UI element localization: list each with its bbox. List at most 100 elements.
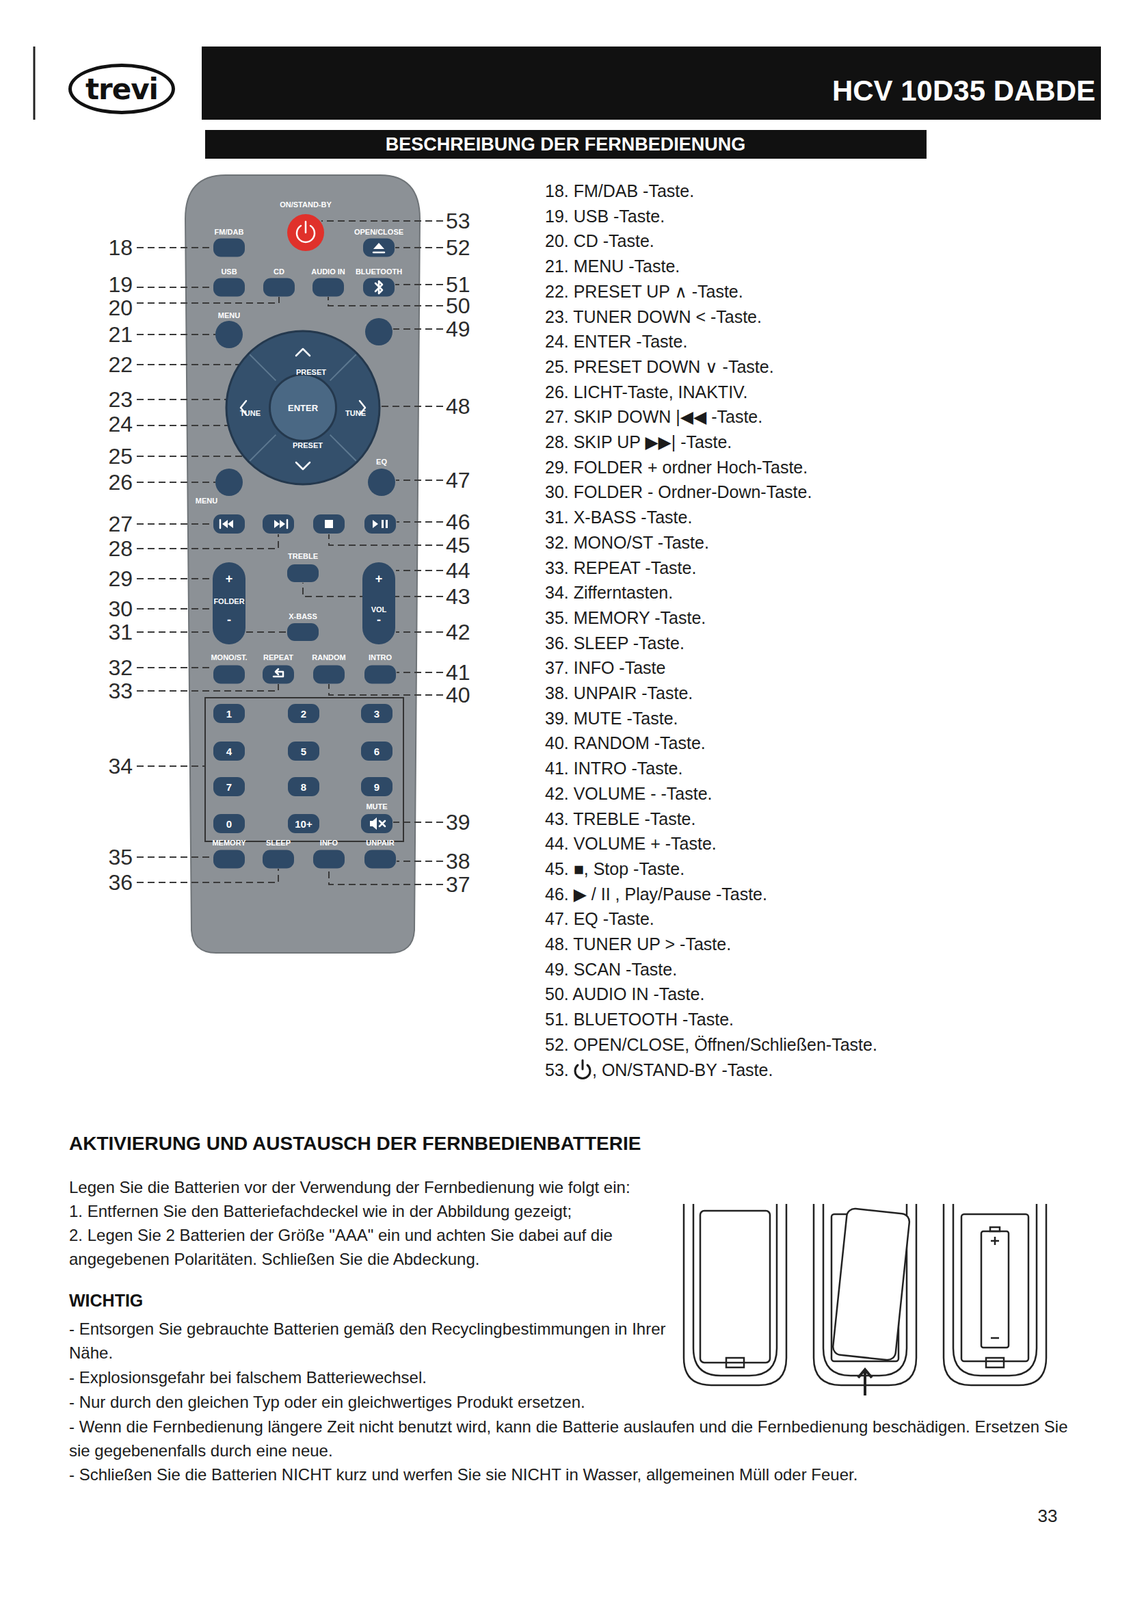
eject-symbol — [373, 251, 385, 254]
list-item: 26. LICHT-Taste, INAKTIV. — [544, 381, 748, 403]
list-item: 27. SKIP DOWN |◀◀ -Taste. — [544, 406, 763, 427]
polarity-mark — [990, 1236, 1000, 1338]
callout-number: 25 — [108, 445, 133, 468]
list-item: 19. USB -Taste. — [544, 205, 665, 227]
intro-button — [364, 665, 396, 684]
logo-oval: trevi — [68, 63, 176, 115]
callout-number: 22 — [108, 353, 133, 376]
mute-symbol — [369, 817, 377, 830]
power-icon — [581, 1059, 584, 1069]
leader-line — [393, 821, 444, 823]
header-bar: HCV 10D35 DABDE — [201, 46, 1101, 120]
list-item: , ON/STAND-BY -Taste. — [592, 1059, 773, 1080]
list-item: 21. MENU -Taste. — [544, 255, 680, 277]
button-label: USB — [220, 267, 237, 277]
button-label: ON/STAND-BY — [279, 200, 332, 210]
skip-down-button — [213, 514, 245, 534]
callout-number: 31 — [108, 620, 133, 643]
number-key: 9 — [361, 776, 393, 796]
callout-number: 35 — [108, 845, 133, 868]
note-item: - Explosionsgefahr bei falschem Batterie… — [69, 1364, 671, 1389]
dpad-divider — [330, 434, 357, 461]
callout-number: 28 — [108, 537, 133, 560]
list-item: 25. PRESET DOWN ∨ -Taste. — [544, 356, 775, 377]
battery-cover — [700, 1210, 770, 1363]
leader-line — [136, 246, 214, 249]
note-item: - Wenn die Fernbedienung längere Zeit ni… — [69, 1414, 1082, 1462]
leader-line — [328, 296, 444, 306]
note-item: - Nur durch den gleichen Typ oder ein gl… — [69, 1389, 1061, 1414]
list-item: 38. UNPAIR -Taste. — [544, 682, 693, 703]
list-item: 46. ▶ / II , Play/Pause -Taste. — [544, 883, 768, 904]
stop-symbol — [324, 519, 334, 528]
button-text: 4 — [226, 745, 232, 757]
button-sign: - — [376, 613, 381, 626]
power-symbol — [304, 221, 308, 233]
battery-cover — [832, 1207, 911, 1361]
button-text: ENTER — [287, 402, 318, 414]
leader-line — [136, 577, 213, 580]
mono-button — [213, 665, 245, 684]
list-item: 41. INTRO -Taste. — [544, 757, 683, 779]
callout-number: 36 — [108, 871, 133, 894]
callout-number: 42 — [445, 620, 471, 643]
remote-body — [185, 175, 420, 953]
button-text: trevi — [85, 72, 158, 106]
button-text: 7 — [226, 780, 232, 793]
section-bar: BESCHREIBUNG DER FERNBEDIENUNG — [205, 129, 927, 159]
info-button — [313, 849, 345, 869]
button-text: 9 — [374, 780, 380, 793]
open-close-button — [363, 238, 395, 258]
callout-number: 39 — [445, 810, 471, 833]
button-text: 2 — [300, 707, 307, 720]
bluetooth-button — [363, 278, 395, 297]
callout-number: 41 — [445, 661, 471, 684]
list-item: 35. MEMORY -Taste. — [544, 607, 706, 628]
number-key: 8 — [287, 776, 320, 796]
list-item: 37. INFO -Taste — [544, 657, 666, 678]
button-label: SLEEP — [265, 838, 291, 848]
list-item: 47. EQ -Taste. — [544, 908, 655, 929]
cover-latch — [726, 1357, 744, 1367]
callout-number: 30 — [108, 597, 133, 620]
chevron-down — [296, 462, 310, 470]
button-text: 1 — [226, 707, 232, 720]
leader-line — [396, 860, 444, 862]
list-item: 20. CD -Taste. — [544, 230, 655, 251]
light-button — [215, 468, 243, 496]
battery-terminal — [990, 1226, 1000, 1231]
leader-line — [395, 479, 444, 481]
remote-outline — [953, 1203, 1037, 1376]
button-text: BESCHREIBUNG DER FERNBEDIENUNG — [385, 134, 747, 156]
xbass-button — [287, 622, 319, 641]
list-item: 42. VOLUME - -Taste. — [544, 782, 713, 804]
list-item: 28. SKIP UP ▶▶| -Taste. — [544, 431, 732, 452]
number-key: 2 — [287, 703, 320, 723]
mute-symbol — [379, 820, 385, 827]
button-label: UNPAIR — [365, 838, 394, 848]
button-label: MENU — [195, 496, 218, 506]
page-number: 33 — [1038, 1505, 1058, 1527]
list-item: 24. ENTER -Taste. — [544, 330, 688, 352]
eq-button — [367, 468, 396, 496]
leader-line — [396, 521, 444, 523]
number-key: 10+ — [287, 813, 320, 833]
list-item: 40. RANDOM -Taste. — [544, 732, 706, 753]
button-label: TUNE — [240, 408, 261, 418]
leader-line — [395, 569, 444, 571]
list-item: 34. Zifferntasten. — [544, 581, 673, 603]
cover-latch — [986, 1357, 1004, 1367]
callout-number: 51 — [445, 273, 471, 296]
mute-button — [361, 813, 393, 833]
button-label: TUNE — [345, 408, 366, 418]
callout-number: 33 — [108, 679, 133, 702]
leader-line — [321, 220, 444, 222]
list-item: 50. AUDIO IN -Taste. — [544, 983, 705, 1004]
button-text: 6 — [374, 745, 380, 757]
callout-number: 47 — [445, 469, 471, 491]
callout-number: 43 — [445, 585, 471, 608]
list-item: 45. ■, Stop -Taste. — [544, 858, 685, 879]
battery-compartment — [961, 1213, 1029, 1361]
button-label: BLUETOOTH — [355, 267, 403, 277]
list-item: 39. MUTE -Taste. — [544, 707, 679, 729]
